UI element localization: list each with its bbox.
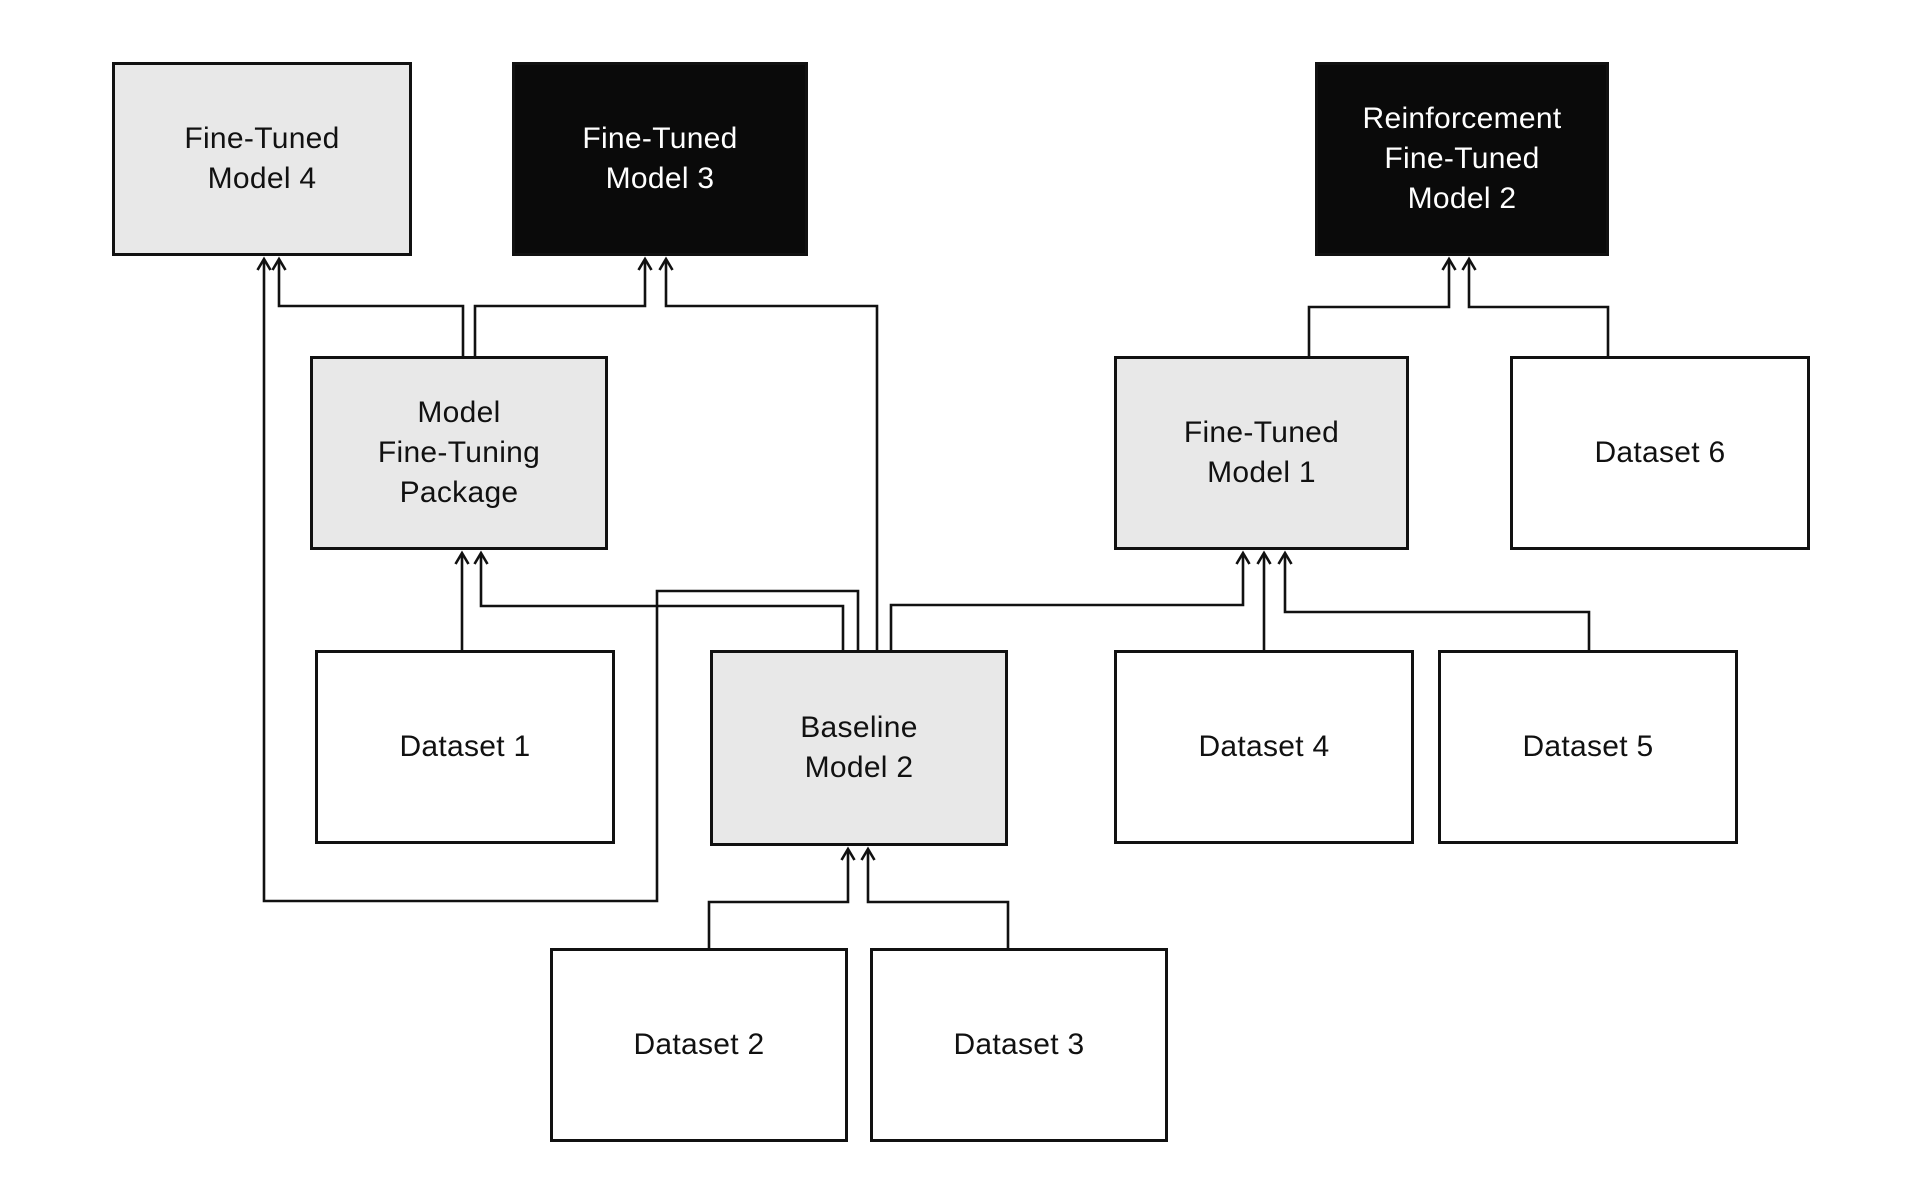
node-label: Dataset 6 [1594,436,1726,469]
node-label: Dataset 1 [399,730,531,763]
node-fine-tuned-model-1: Fine-Tuned Model 1 [1114,356,1409,550]
node-model-fine-tuning-package: Model Fine-Tuning Package [310,356,608,550]
node-dataset-3: Dataset 3 [870,948,1168,1142]
edge-baseline-to-model3 [658,256,879,650]
node-dataset-1: Dataset 1 [315,650,615,844]
edge-model1-to-rft-model2 [1307,256,1457,356]
node-label: Dataset 4 [1198,730,1330,763]
node-label: Fine-Tuned Model 3 [582,122,738,195]
node-reinforcement-fine-tuned-model-2: Reinforcement Fine-Tuned Model 2 [1315,62,1609,256]
node-baseline-model-2: Baseline Model 2 [710,650,1008,846]
edge-baseline-to-model1 [889,550,1251,650]
node-label: Dataset 5 [1522,730,1654,763]
node-label: Fine-Tuned Model 1 [1183,416,1340,489]
node-dataset-5: Dataset 5 [1438,650,1738,844]
edge-dataset2-to-baseline [707,846,856,948]
node-label: Baseline Model 2 [800,711,918,784]
node-fine-tuned-model-4: Fine-Tuned Model 4 [112,62,412,256]
edge-dataset3-to-baseline [860,846,1010,948]
edge-dataset5-to-model1 [1277,550,1591,650]
edge-dataset6-to-rft-model2 [1461,256,1610,356]
node-label: Dataset 3 [953,1028,1085,1061]
node-label: Dataset 2 [633,1028,765,1061]
edge-baseline-to-package [473,550,845,650]
edge-package-to-model4 [271,256,465,356]
edge-package-to-model3 [473,256,653,356]
node-dataset-6: Dataset 6 [1510,356,1810,550]
node-label: Reinforcement Fine-Tuned Model 2 [1362,102,1562,215]
node-label: Fine-Tuned Model 4 [184,122,340,195]
node-fine-tuned-model-3: Fine-Tuned Model 3 [512,62,808,256]
node-dataset-2: Dataset 2 [550,948,848,1142]
node-label: Model Fine-Tuning Package [377,396,541,509]
node-dataset-4: Dataset 4 [1114,650,1414,844]
